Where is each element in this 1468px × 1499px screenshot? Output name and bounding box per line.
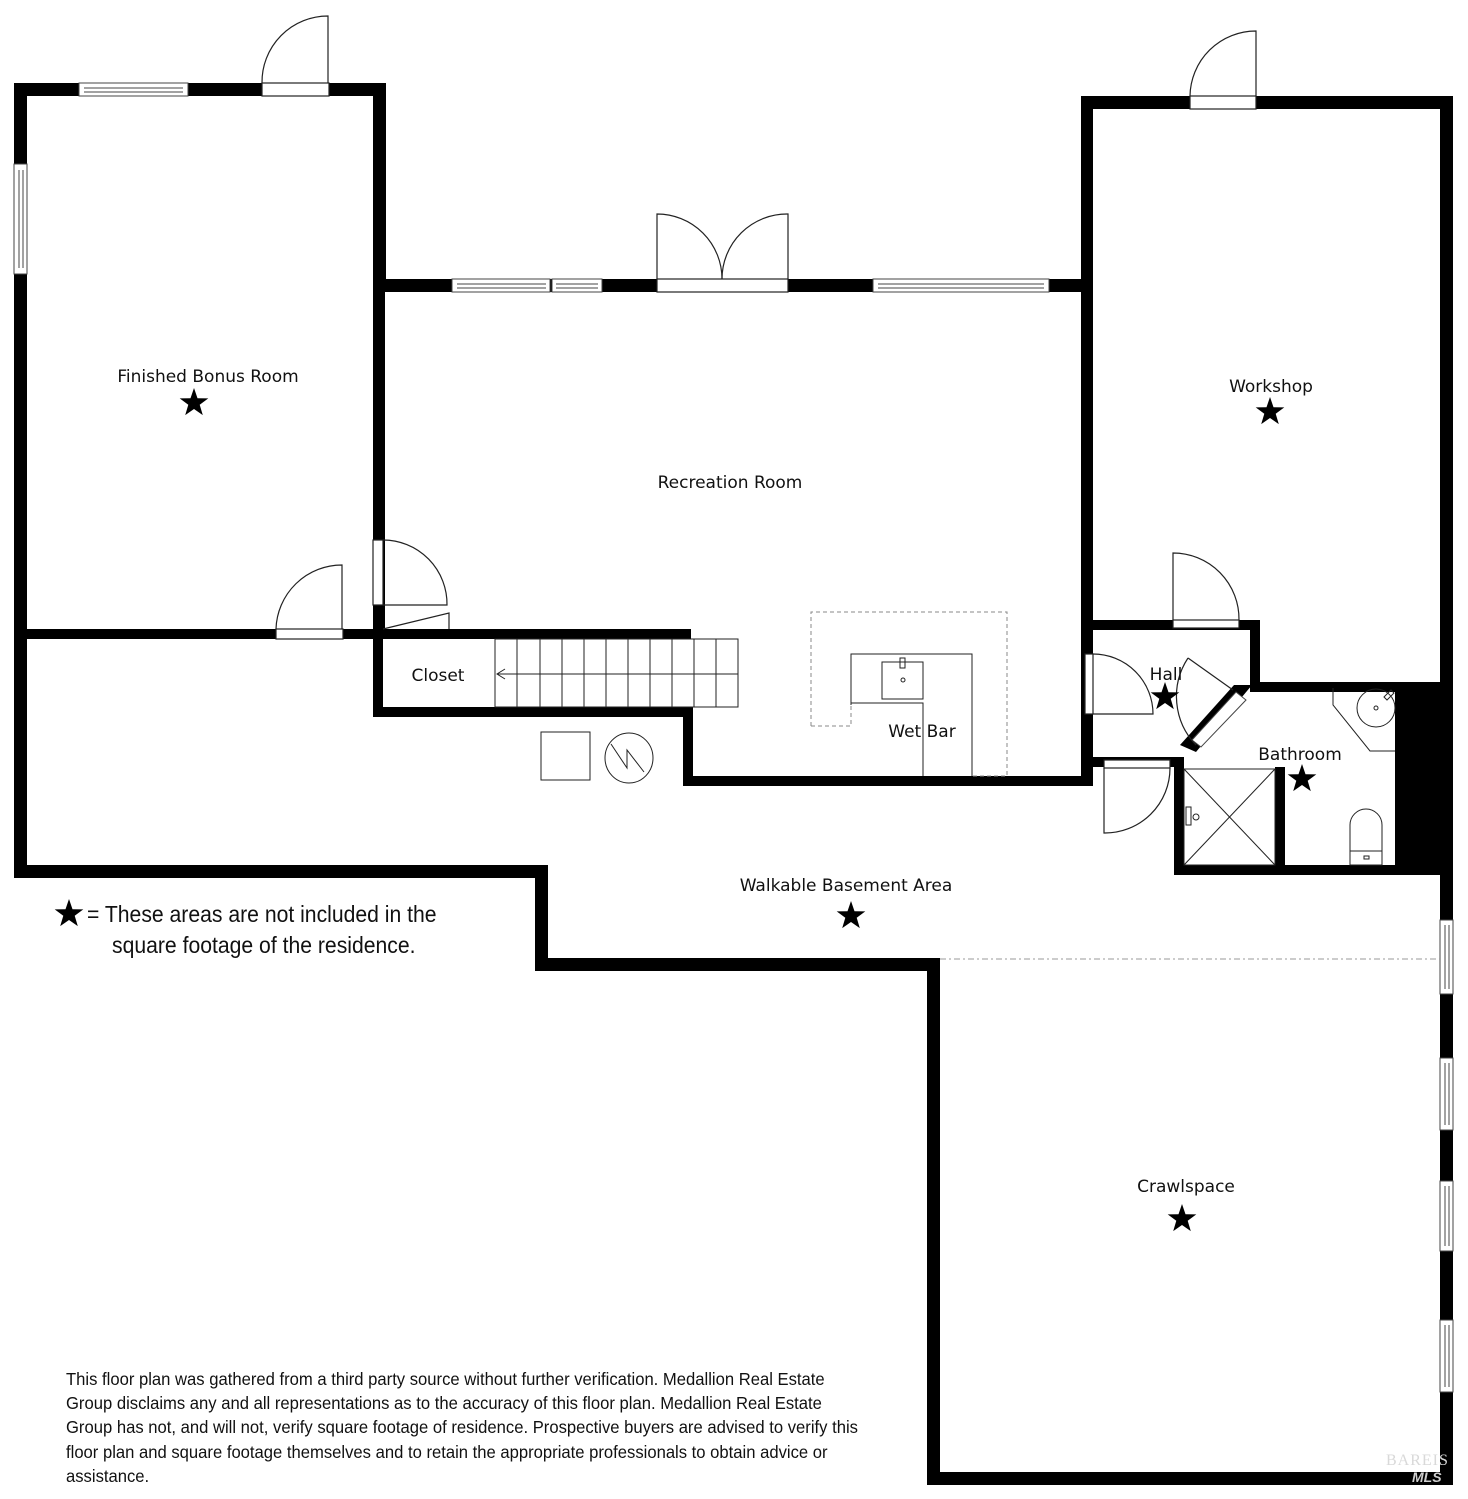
toilet (1349, 808, 1383, 866)
room-labels: Finished Bonus Room Recreation Room Work… (117, 367, 1341, 1197)
label-crawlspace: Crawlspace (1137, 1177, 1235, 1197)
label-closet: Closet (412, 666, 465, 686)
label-workshop: Workshop (1229, 377, 1313, 397)
star-icon (1150, 682, 1180, 710)
excluded-area-markers (54, 388, 1317, 1232)
bath-sink (1332, 688, 1396, 752)
walls (14, 83, 1453, 1485)
legend-star-icon (54, 899, 84, 927)
legend-line-2: square footage of the residence. (112, 932, 416, 958)
label-bathroom: Bathroom (1258, 745, 1342, 765)
star-icon (1287, 764, 1317, 792)
windows (13, 82, 1454, 1393)
shower (1183, 768, 1276, 866)
label-finished-bonus-room: Finished Bonus Room (117, 367, 298, 387)
star-icon (836, 901, 866, 929)
staircase (494, 638, 739, 708)
star-icon (179, 388, 209, 416)
label-wet-bar: Wet Bar (888, 722, 955, 742)
water-heater-icon (604, 732, 654, 784)
legend-line-1: = These areas are not included in the (87, 901, 437, 927)
label-walkable-basement-area: Walkable Basement Area (740, 876, 953, 896)
watermark-line-2: MLS (1412, 1469, 1442, 1485)
star-icon (1255, 397, 1285, 425)
doors (261, 15, 1257, 834)
mls-watermark: BAREIS MLS (1386, 1452, 1466, 1492)
disclaimer-text: This floor plan was gathered from a thir… (66, 1369, 858, 1486)
label-recreation-room: Recreation Room (658, 473, 803, 493)
wet-bar-counter (810, 611, 1008, 777)
fixtures (494, 611, 1440, 960)
label-hall: Hall (1150, 665, 1183, 685)
star-icon (1167, 1204, 1197, 1232)
appliance-square (540, 731, 591, 781)
watermark-line-1: BAREIS (1386, 1452, 1449, 1469)
